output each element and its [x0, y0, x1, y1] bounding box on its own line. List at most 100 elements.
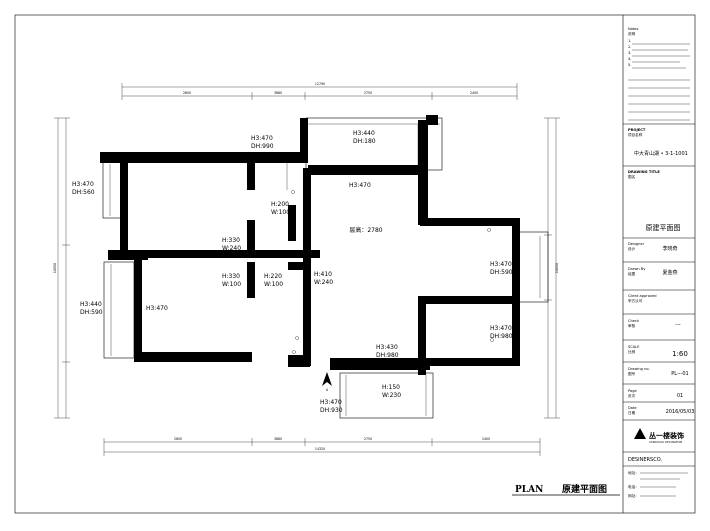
notes-sub: 说明: [628, 31, 636, 36]
window-outlines: [102, 117, 549, 419]
svg-text:H3:430: H3:430: [376, 344, 398, 351]
svg-text:H:410: H:410: [314, 271, 332, 278]
svg-text:H3:470: H3:470: [490, 325, 512, 332]
svg-text:H3:470: H3:470: [490, 261, 512, 268]
bottom-dim-4: 2400: [482, 437, 490, 441]
top-dim-3: 2750: [364, 91, 372, 95]
svg-text:比例: 比例: [628, 349, 636, 354]
ceiling-height-label: 层高：2780: [349, 226, 382, 234]
svg-text:日期: 日期: [628, 410, 636, 415]
north-arrow-icon: A: [322, 372, 332, 392]
svg-text:Drawn By: Drawn By: [628, 267, 646, 271]
svg-text:H:330: H:330: [222, 273, 240, 280]
svg-text:DH:930: DH:930: [320, 407, 343, 414]
svg-text:电话：: 电话：: [628, 484, 639, 489]
svg-text:H:150: H:150: [382, 384, 400, 391]
top-dim-2: 3880: [274, 91, 282, 95]
annotation-3: H3:470: [349, 182, 371, 189]
bottom-dim-2: 3880: [274, 437, 282, 441]
left-overall-dim: 10050: [53, 263, 57, 273]
walls: [100, 115, 520, 375]
left-dimensions: 10050: [53, 117, 70, 419]
date-value: 2016/05/03: [666, 409, 695, 415]
svg-text:Client approved: Client approved: [628, 294, 657, 298]
svg-text:W:230: W:230: [382, 392, 401, 399]
top-dimensions: 12790 2800 3880 2750 2400: [121, 82, 518, 100]
svg-text:H3:470: H3:470: [320, 399, 342, 406]
svg-text:W:100: W:100: [271, 209, 290, 216]
drawing-title-label: DRAWING TITLE: [628, 170, 660, 174]
right-dimensions: 10050: [544, 117, 560, 419]
drawing-no-value: PL---01: [671, 371, 689, 377]
svg-text:设计: 设计: [628, 246, 636, 251]
svg-text:DH:990: DH:990: [251, 143, 274, 150]
plan-title: 原建平面图: [562, 483, 607, 495]
svg-text:H3:440: H3:440: [80, 301, 102, 308]
drawing-title: 原建平面图: [646, 223, 681, 232]
svg-text:2.: 2.: [628, 45, 631, 49]
svg-text:Drawing no.: Drawing no.: [628, 367, 650, 371]
svg-text:W:240: W:240: [222, 245, 241, 252]
svg-text:H3:440: H3:440: [353, 130, 375, 137]
bottom-dimensions: 14320 2800 3880 2750 2400: [103, 437, 541, 456]
svg-text:DH:180: DH:180: [353, 138, 376, 145]
svg-text:W:100: W:100: [264, 281, 283, 288]
svg-text:Designer: Designer: [628, 242, 645, 246]
top-overall-dim: 12790: [315, 82, 325, 86]
svg-text:1.: 1.: [628, 39, 631, 43]
svg-text:DH:590: DH:590: [80, 309, 103, 316]
plan-label: PLAN: [515, 485, 543, 495]
drawn-name: 夏金燕: [662, 269, 677, 276]
svg-text:地址：: 地址：: [628, 470, 639, 475]
project-sub: 项目名称: [628, 132, 643, 137]
svg-text:H3:470: H3:470: [72, 181, 94, 188]
svg-text:Check: Check: [628, 319, 640, 323]
plan-caption: PLAN 原建平面图: [512, 483, 620, 496]
svg-text:Page: Page: [628, 389, 637, 393]
svg-text:H3:470: H3:470: [251, 135, 273, 142]
north-mark: A: [326, 388, 329, 392]
top-dim-4: 2400: [470, 91, 478, 95]
top-dim-1: 2800: [183, 91, 191, 95]
project-label: PROJECT: [628, 128, 646, 132]
svg-text:H:200: H:200: [271, 201, 289, 208]
svg-text:3.: 3.: [628, 51, 631, 55]
svg-text:审核: 审核: [628, 323, 636, 328]
designer-name: 李晓奇: [662, 245, 677, 252]
check-value: ---: [675, 322, 681, 328]
svg-text:W:240: W:240: [314, 279, 333, 286]
svg-text:H3:470: H3:470: [349, 182, 371, 189]
notes-header: Notes: [628, 27, 639, 31]
svg-text:DH:560: DH:560: [72, 189, 95, 196]
svg-text:图号: 图号: [628, 371, 636, 376]
bottom-dim-1: 2800: [174, 437, 182, 441]
svg-text:H3:470: H3:470: [146, 305, 168, 312]
bottom-dim-3: 2750: [364, 437, 372, 441]
svg-text:网址：: 网址：: [628, 493, 639, 498]
title-block: Notes 说明 1. 2. 3. 4. 5. PROJECT 项目名称 中大青…: [623, 27, 695, 498]
project-name: 中大青山湖 • 3-1-1001: [634, 150, 688, 157]
svg-text:SCALE: SCALE: [628, 345, 640, 349]
svg-text:甲方认可: 甲方认可: [628, 298, 643, 303]
svg-text:DH:980: DH:980: [490, 333, 513, 340]
svg-text:5.: 5.: [628, 63, 631, 67]
fixtures: [286, 160, 494, 354]
company-logo-sub: CONGYILOU DECORATION: [649, 440, 682, 444]
svg-text:4.: 4.: [628, 57, 631, 61]
